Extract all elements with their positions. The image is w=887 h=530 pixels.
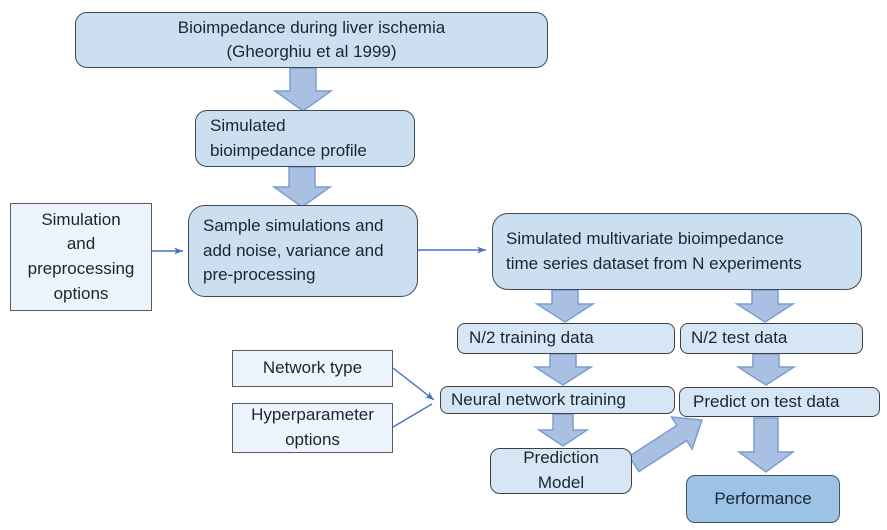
- node-label: Bioimpedance during liver ischemia (Gheo…: [177, 18, 446, 61]
- node-sample-simulations: Sample simulations and add noise, varian…: [188, 205, 418, 297]
- node-hyperparameter-options: Hyperparameter options: [232, 403, 393, 453]
- arrow-hyperparameters-to-nn: [392, 403, 433, 428]
- node-label: Simulation and preprocessing options: [27, 209, 135, 303]
- arrow-dataset-to-training-data: [534, 289, 596, 323]
- node-bioimpedance-source: Bioimpedance during liver ischemia (Gheo…: [75, 12, 548, 68]
- node-test-data: N/2 test data: [680, 323, 863, 354]
- arrow-training-data-to-nn: [532, 353, 594, 386]
- arrow-test-data-to-predict: [735, 353, 797, 386]
- node-label: Sample simulations and add noise, varian…: [203, 216, 384, 285]
- node-label: N/2 training data: [469, 328, 594, 348]
- node-label: Predict on test data: [693, 391, 840, 411]
- node-label: Network type: [262, 358, 363, 378]
- arrow-prediction-model-to-predict: [628, 416, 704, 473]
- arrow-nn-to-prediction-model: [536, 413, 590, 447]
- node-performance: Performance: [686, 475, 840, 523]
- node-network-type: Network type: [232, 350, 393, 387]
- arrow-predict-to-performance: [736, 417, 796, 473]
- node-label: N/2 test data: [691, 328, 788, 348]
- arrow-dataset-to-test-data: [734, 289, 796, 323]
- arrow-profile-to-sample: [271, 166, 333, 208]
- node-predict-on-test-data: Predict on test data: [679, 387, 880, 417]
- node-prediction-model: Prediction Model: [490, 448, 632, 494]
- node-neural-network-training: Neural network training: [440, 386, 675, 414]
- node-multivariate-dataset: Simulated multivariate bioimpedance time…: [492, 213, 862, 290]
- node-label: Neural network training: [451, 389, 626, 409]
- node-label: Performance: [714, 488, 812, 508]
- node-training-data: N/2 training data: [457, 323, 675, 354]
- arrow-network-type-to-nn: [392, 367, 435, 401]
- arrow-source-to-profile: [272, 67, 334, 112]
- node-simulated-profile: Simulated bioimpedance profile: [195, 110, 415, 167]
- node-label: Simulated bioimpedance profile: [210, 115, 367, 160]
- node-label: Prediction Model: [523, 448, 599, 492]
- node-label: Simulated multivariate bioimpedance time…: [506, 228, 802, 273]
- node-label: Hyperparameter options: [251, 405, 374, 449]
- node-simulation-options: Simulation and preprocessing options: [10, 203, 152, 311]
